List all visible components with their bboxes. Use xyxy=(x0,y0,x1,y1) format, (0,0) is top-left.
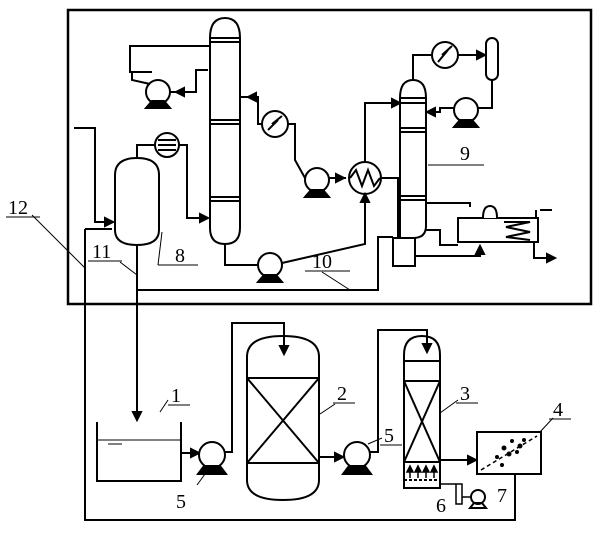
label-2: 2 xyxy=(337,383,347,405)
leader xyxy=(119,261,138,276)
leader xyxy=(439,399,459,414)
label-10: 10 xyxy=(312,251,332,273)
leader xyxy=(196,469,209,486)
lower-frame xyxy=(84,229,516,521)
line xyxy=(129,45,210,73)
upper-section-frame xyxy=(66,8,593,306)
line xyxy=(170,69,208,93)
line xyxy=(426,202,471,207)
vessel-8 xyxy=(114,156,160,247)
leader xyxy=(319,403,336,415)
leader xyxy=(159,399,169,413)
line xyxy=(179,144,208,219)
arrow xyxy=(278,345,290,357)
condenser-icon xyxy=(431,41,459,69)
label-3: 3 xyxy=(460,383,470,405)
unit-4 xyxy=(476,431,542,475)
blower-7 xyxy=(462,489,489,509)
arrow xyxy=(546,252,558,264)
arrow xyxy=(190,447,202,459)
label-12: 12 xyxy=(8,197,28,219)
line xyxy=(225,322,285,453)
arrow xyxy=(335,172,347,184)
reboiler xyxy=(457,204,539,243)
line xyxy=(288,123,306,179)
label-1: 1 xyxy=(171,385,181,407)
pump-icon xyxy=(451,97,481,128)
line xyxy=(224,244,258,266)
label-5a: 5 xyxy=(176,491,186,513)
line xyxy=(364,102,400,162)
arrow xyxy=(199,212,211,224)
arrow xyxy=(421,343,433,355)
label-6: 6 xyxy=(436,495,446,517)
arrow xyxy=(334,451,346,463)
leader xyxy=(31,214,86,269)
compressor-icon xyxy=(154,132,180,158)
line-10 xyxy=(137,236,393,291)
feed-line-top xyxy=(74,127,113,223)
arrow xyxy=(245,91,257,103)
label-8: 8 xyxy=(175,245,185,267)
line xyxy=(478,80,493,109)
line xyxy=(240,96,262,125)
arrow xyxy=(391,97,403,109)
column-a xyxy=(209,16,241,246)
pump-icon xyxy=(302,167,332,198)
label-7: 7 xyxy=(497,485,507,507)
line xyxy=(412,54,432,80)
label-5b: 5 xyxy=(384,425,394,447)
line xyxy=(136,144,155,158)
pump-icon xyxy=(196,441,228,475)
leader xyxy=(539,417,554,433)
leader xyxy=(157,231,163,266)
arrow xyxy=(173,86,185,98)
arrow xyxy=(359,191,371,203)
heat-exchanger-icon xyxy=(348,161,382,195)
meter-6 xyxy=(455,483,463,505)
label-9: 9 xyxy=(460,143,470,165)
line xyxy=(281,196,366,264)
arrow xyxy=(467,454,479,466)
aerator-arrows xyxy=(405,464,439,478)
column-3 xyxy=(403,334,441,489)
label-4: 4 xyxy=(553,399,563,421)
pump-icon xyxy=(143,79,173,109)
line xyxy=(381,177,399,238)
tank-1 xyxy=(96,422,182,482)
condenser-icon xyxy=(261,110,289,138)
line xyxy=(370,329,428,453)
line xyxy=(415,248,481,257)
arrow xyxy=(131,411,143,423)
vessel-2 xyxy=(246,334,320,502)
pump-icon xyxy=(341,441,373,475)
arrow xyxy=(476,49,488,61)
column-9 xyxy=(392,78,427,267)
arrow xyxy=(424,106,436,118)
reflux-drum-icon xyxy=(485,37,499,81)
pump-icon xyxy=(255,252,285,283)
arrow xyxy=(104,216,116,228)
label-11: 11 xyxy=(92,241,111,263)
leader xyxy=(367,437,383,445)
line xyxy=(131,72,151,85)
leader xyxy=(321,271,351,291)
arrow xyxy=(474,243,486,255)
line xyxy=(426,229,458,246)
